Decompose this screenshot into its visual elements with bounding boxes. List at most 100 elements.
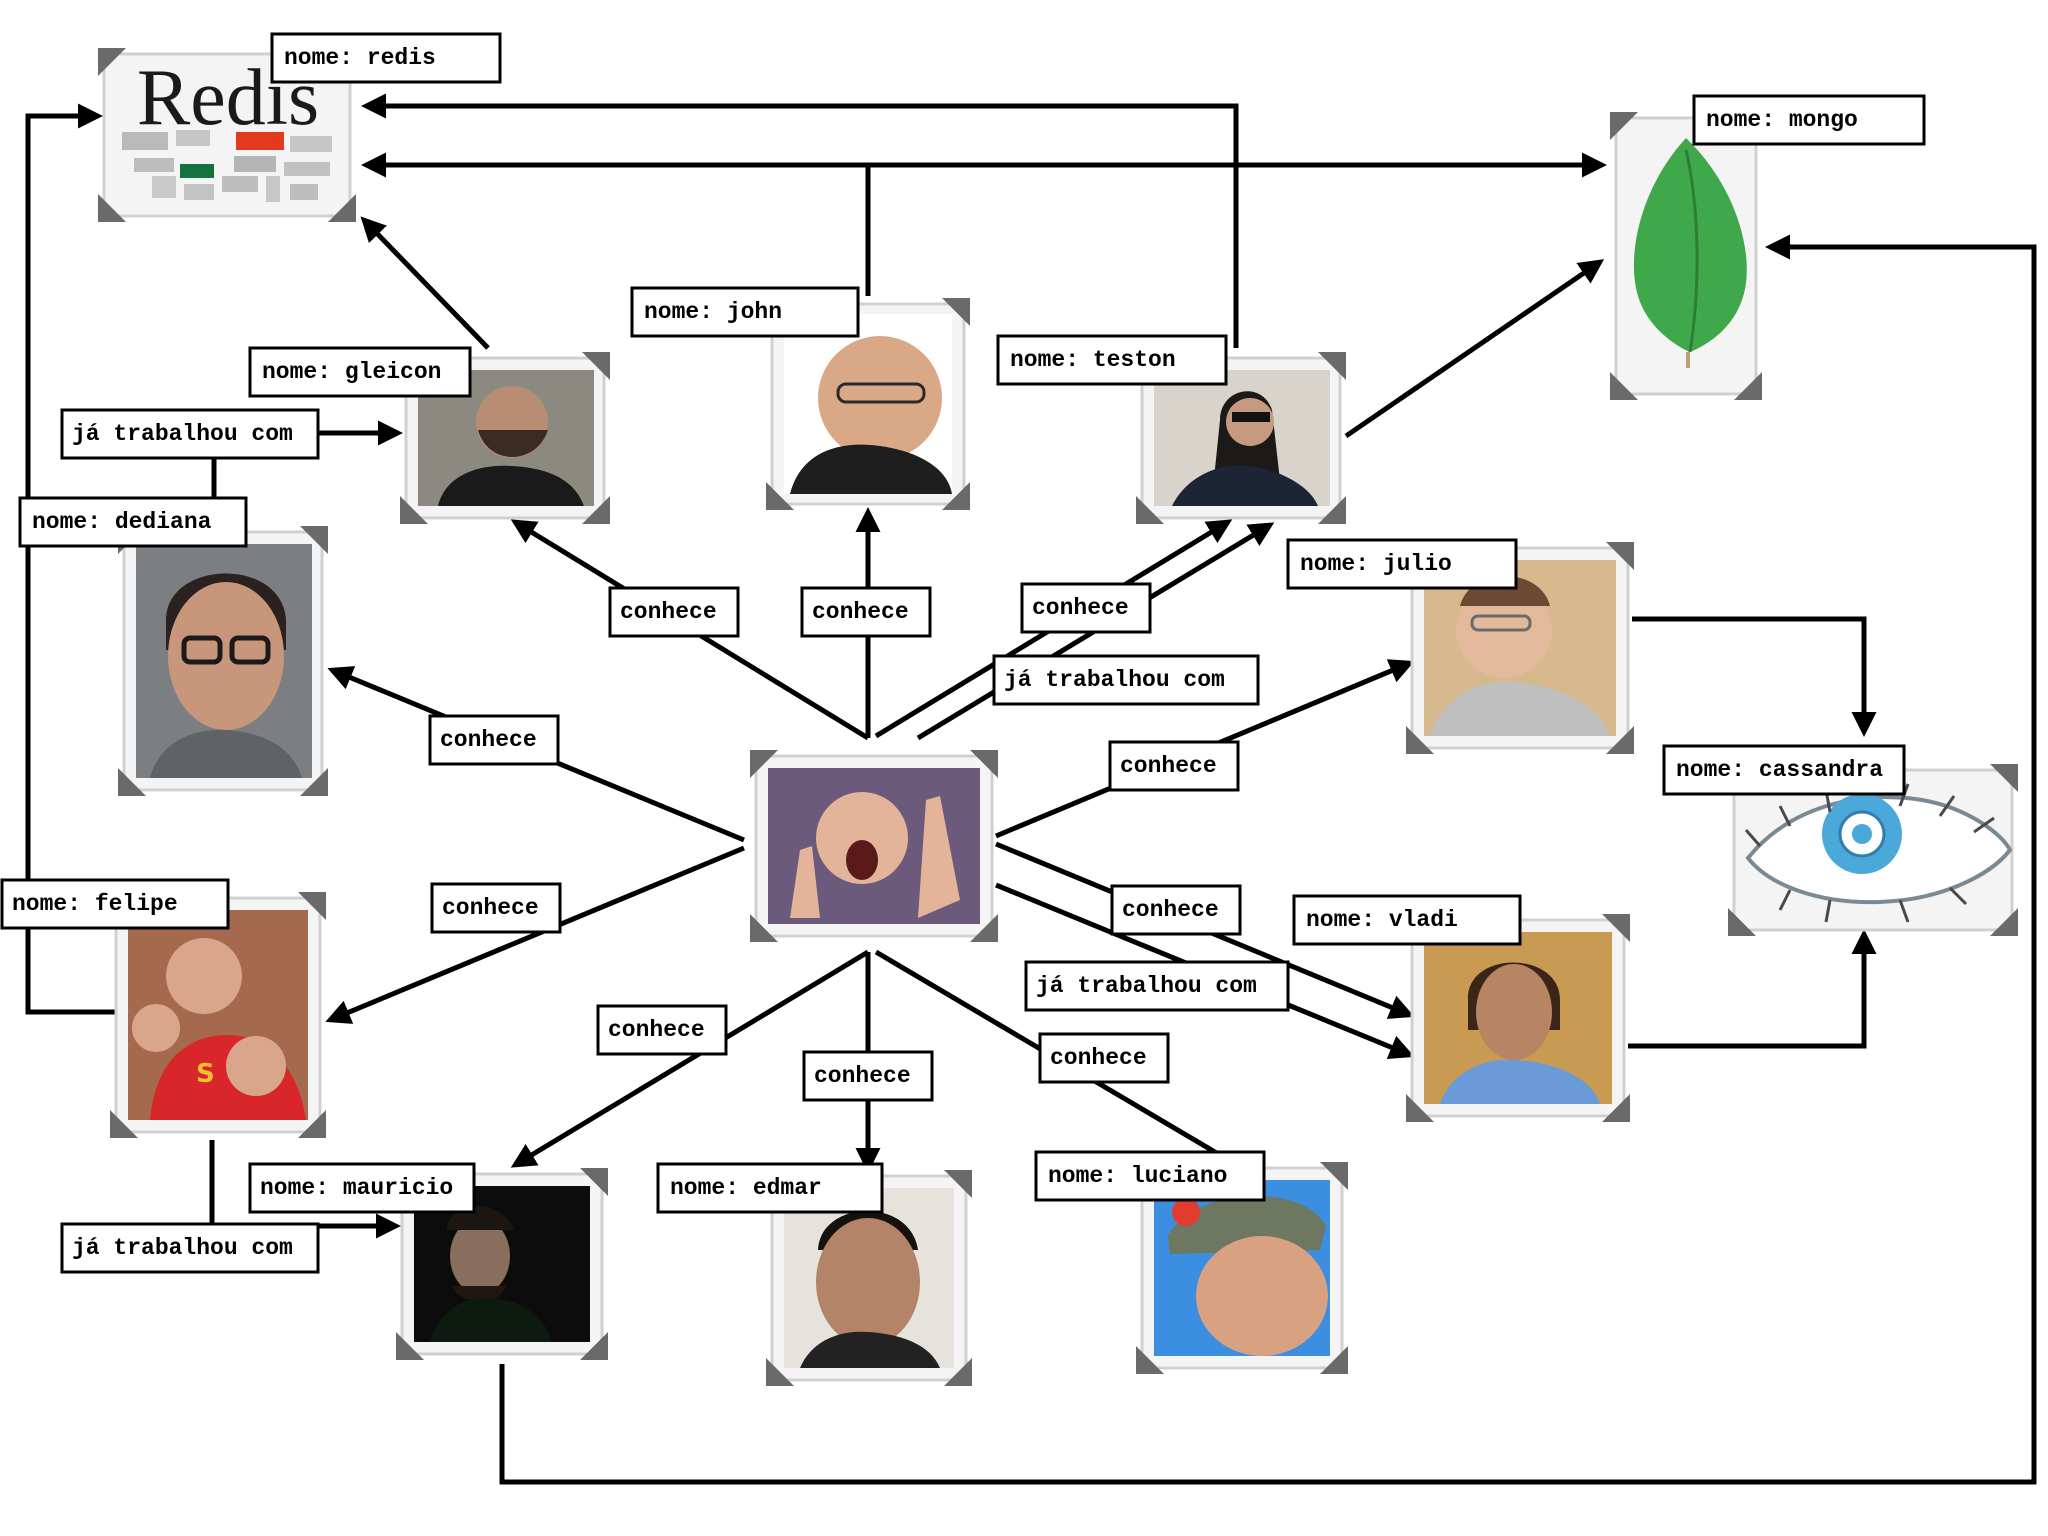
svg-text:já trabalhou com: já trabalhou com [72, 1235, 293, 1261]
svg-text:nome: mauricio: nome: mauricio [260, 1175, 453, 1201]
edge-label-knows-felipe: conhece [430, 882, 562, 934]
frame-corner [110, 1110, 138, 1138]
edge-label-knows-gleicon: conhece [608, 586, 740, 638]
svg-text:conhece: conhece [812, 599, 909, 625]
frame-corner [118, 768, 146, 796]
node-vladi[interactable] [1410, 918, 1626, 1118]
mongo-leaf-icon [1633, 138, 1747, 368]
svg-text:nome: cassandra: nome: cassandra [1676, 757, 1883, 783]
edge-label-knows-john: conhece [800, 586, 932, 638]
svg-text:conhece: conhece [1120, 753, 1217, 779]
svg-text:conhece: conhece [814, 1063, 911, 1089]
label-edmar: nome: edmar [656, 1162, 884, 1214]
svg-text:nome: luciano: nome: luciano [1048, 1163, 1227, 1189]
svg-text:conhece: conhece [440, 727, 537, 753]
svg-text:nome: vladi: nome: vladi [1306, 907, 1458, 933]
svg-text:conhece: conhece [620, 599, 717, 625]
edge-label-knows-edmar: conhece [802, 1050, 934, 1102]
edge-label-worked-mauricio: já trabalhou com [60, 1222, 320, 1274]
frame-corner [328, 194, 356, 222]
node-labels: nome: redis nome: mongo nome: cassandra … [0, 32, 1926, 1214]
frame-corner [1136, 496, 1164, 524]
svg-text:conhece: conhece [1032, 595, 1129, 621]
label-luciano: nome: luciano [1034, 1150, 1266, 1202]
frame-corner [298, 892, 326, 920]
frame-corner [98, 48, 126, 76]
frame-corner [1606, 726, 1634, 754]
frame-corner [300, 526, 328, 554]
frame-corner [582, 496, 610, 524]
edge-teston-redis [361, 93, 1239, 348]
frame-corner [942, 298, 970, 326]
frame-corner [766, 1358, 794, 1386]
frame-corner [766, 482, 794, 510]
node-felipe[interactable]: S [114, 896, 322, 1134]
frame-corner [750, 750, 778, 778]
edge-mauricio-mongo [499, 234, 2037, 1485]
edge-teston-mongo [1344, 259, 1605, 439]
edge-label-knows-julio: conhece [1108, 740, 1240, 792]
label-teston: nome: teston [996, 334, 1228, 386]
frame-corner [942, 482, 970, 510]
edge-center-felipe [325, 845, 745, 1024]
frame-corner [98, 194, 126, 222]
frame-corner [1406, 726, 1434, 754]
svg-text:nome: dediana: nome: dediana [32, 509, 212, 535]
node-dediana[interactable] [122, 530, 324, 792]
frame-corner [1602, 914, 1630, 942]
frame-corner [1990, 764, 2018, 792]
frame-corner [1990, 908, 2018, 936]
frame-corner [944, 1170, 972, 1198]
svg-text:já trabalhou com: já trabalhou com [72, 421, 293, 447]
cassandra-eye-icon [1744, 783, 2013, 923]
edge-vladi-cassandra [1628, 929, 1877, 1049]
label-cassandra: nome: cassandra [1662, 744, 1906, 796]
edge-label-knows-teston: conhece [1020, 582, 1152, 634]
edge-label-worked-vladi: já trabalhou com [1024, 960, 1290, 1012]
svg-text:S: S [196, 1059, 215, 1089]
label-felipe: nome: felipe [0, 878, 230, 930]
frame-corner [970, 750, 998, 778]
node-center[interactable] [754, 754, 994, 938]
frame-corner [580, 1168, 608, 1196]
svg-text:nome: julio: nome: julio [1300, 551, 1452, 577]
label-dediana: nome: dediana [18, 496, 248, 548]
frame-corner [1318, 352, 1346, 380]
svg-text:nome: redis: nome: redis [284, 45, 436, 71]
frame-corner [1320, 1346, 1348, 1374]
svg-text:conhece: conhece [442, 895, 539, 921]
label-john: nome: john [630, 286, 860, 338]
edge-label-knows-vladi: conhece [1110, 884, 1242, 936]
node-mongo[interactable] [1614, 116, 1758, 396]
frame-corner [1318, 496, 1346, 524]
frame-corner [1320, 1162, 1348, 1190]
label-gleicon: nome: gleicon [248, 346, 472, 398]
frame-corner [1734, 372, 1762, 400]
edge-label-knows-mauricio: conhece [596, 1004, 728, 1056]
edge-label-knows-luciano: conhece [1038, 1032, 1170, 1084]
edge-center-mauricio [510, 949, 870, 1168]
svg-text:conhece: conhece [1050, 1045, 1147, 1071]
svg-text:conhece: conhece [1122, 897, 1219, 923]
edge-label-worked-teston: já trabalhou com [992, 654, 1260, 706]
edge-label-worked-gleicon: já trabalhou com [60, 408, 320, 460]
svg-text:nome: gleicon: nome: gleicon [262, 359, 441, 385]
label-julio: nome: julio [1286, 538, 1518, 590]
frame-corner [1728, 908, 1756, 936]
frame-corner [970, 914, 998, 942]
edge-julio-cassandra [1632, 616, 1877, 737]
frame-corner [1136, 1346, 1164, 1374]
svg-text:nome: edmar: nome: edmar [670, 1175, 822, 1201]
edge-labels: conhece conhece conhece já trabalhou com… [60, 408, 1290, 1274]
svg-text:já trabalhou com: já trabalhou com [1036, 973, 1257, 999]
edge-felipe-redis [25, 103, 116, 1015]
node-cassandra[interactable] [1732, 768, 2014, 932]
node-julio[interactable] [1410, 546, 1630, 750]
frame-corner [750, 914, 778, 942]
svg-text:nome: teston: nome: teston [1010, 347, 1176, 373]
frame-corner [944, 1358, 972, 1386]
svg-text:nome: john: nome: john [644, 299, 782, 325]
label-vladi: nome: vladi [1292, 894, 1522, 946]
frame-corner [1606, 542, 1634, 570]
